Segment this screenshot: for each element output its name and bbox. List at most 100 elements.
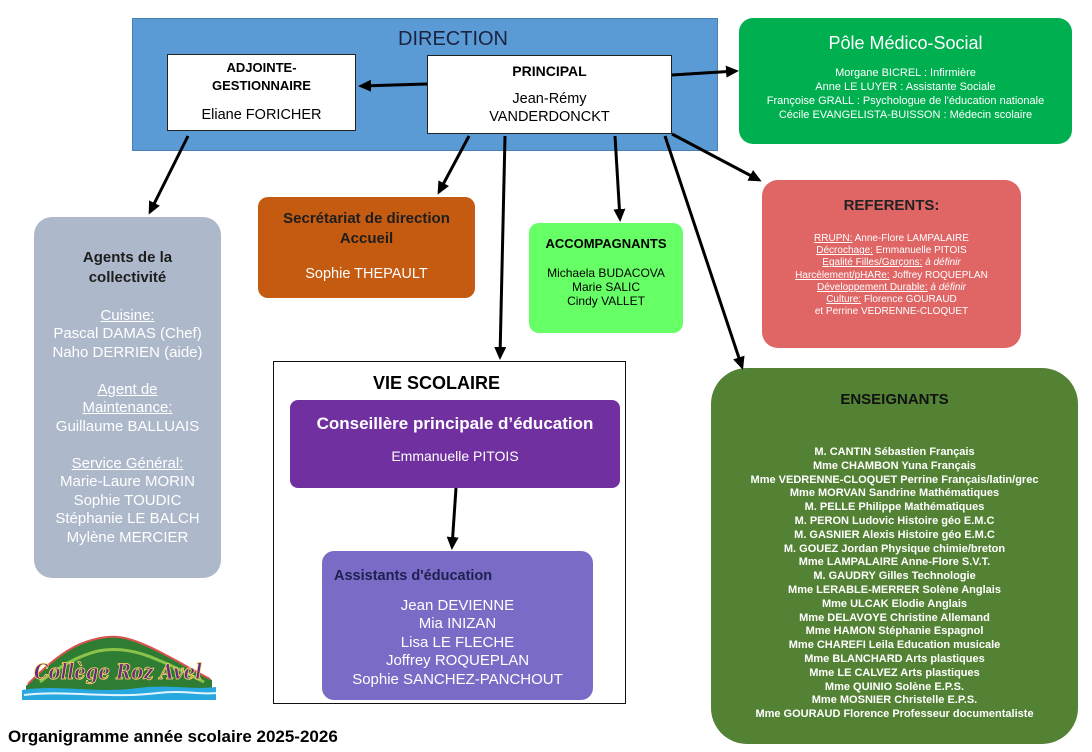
- cpe-name: Emmanuelle PITOIS: [391, 448, 519, 464]
- accompagnant-name: Marie SALIC: [571, 280, 641, 294]
- assistant-name: Jean DEVIENNE: [400, 596, 515, 614]
- principal-role: PRINCIPAL: [512, 63, 587, 79]
- agents-section-cuisine: Cuisine: Pascal DAMAS (Chef) Naho DERRIE…: [34, 307, 221, 363]
- agents-title: Agents de la collectivité: [34, 248, 221, 288]
- assistants-education-box: Assistants d'éducation Jean DEVIENNE Mia…: [322, 551, 593, 700]
- secretariat-box: Secrétariat de direction Accueil Sophie …: [258, 197, 475, 298]
- enseignant-item: Mme ULCAK Elodie Anglais: [821, 597, 968, 610]
- logo-text: Collège Roz Avel: [34, 659, 202, 684]
- enseignant-item: Mme LE CALVEZ Arts plastiques: [809, 666, 980, 679]
- enseignant-item: Mme CHAMBON Yuna Français: [812, 459, 976, 472]
- adjointe-gestionnaire-box: ADJOINTE- GESTIONNAIRE Eliane FORICHER: [167, 54, 356, 131]
- vie-scolaire-box: VIE SCOLAIRE Conseillère principale d’éd…: [273, 361, 626, 704]
- referent-item: Développement Durable: à définir: [762, 282, 1021, 294]
- logo-mountain: [26, 636, 212, 690]
- logo-mountain-ridge: [27, 635, 211, 685]
- agent-name: Marie-Laure MORIN: [59, 473, 196, 490]
- direction-box: DIRECTION ADJOINTE- GESTIONNAIRE Eliane …: [132, 18, 718, 151]
- adjointe-role-line: GESTIONNAIRE: [212, 78, 311, 93]
- enseignant-item: Mme VEDRENNE-CLOQUET Perrine Français/la…: [750, 473, 1039, 486]
- referent-item: Décrochage: Emmanuelle PITOIS: [762, 245, 1021, 257]
- pole-member: Cécile EVANGELISTA-BUISSON : Médecin sco…: [778, 109, 1033, 121]
- agents-collectivite-box: Agents de la collectivité Cuisine: Pasca…: [34, 217, 221, 578]
- referent-item: RRUPN: Anne-Flore LAMPALAIRE: [762, 233, 1021, 245]
- agents-title-line: collectivité: [88, 269, 167, 286]
- arrow-principal-to-vie-scolaire: [494, 135, 507, 360]
- section-heading: Service Général:: [71, 454, 184, 472]
- section-heading: Cuisine:: [100, 306, 155, 324]
- secretariat-title: Secrétariat de direction Accueil: [258, 209, 475, 249]
- enseignants-title: ENSEIGNANTS: [840, 391, 949, 408]
- enseignant-item: M. GOUEZ Jordan Physique chimie/breton: [783, 542, 1006, 555]
- secretariat-title-line: Accueil: [339, 230, 394, 247]
- agent-name: Stéphanie LE BALCH: [55, 510, 200, 527]
- referent-item: Culture: Florence GOURAUD: [762, 294, 1021, 306]
- logo-water: [22, 686, 216, 700]
- assistant-name: Sophie SANCHEZ-PANCHOUT: [352, 670, 563, 688]
- enseignant-item: Mme LERABLE-MERRER Solène Anglais: [788, 583, 1001, 596]
- pole-member: Anne LE LUYER : Assistante Sociale: [815, 81, 996, 93]
- vie-scolaire-title: VIE SCOLAIRE: [373, 373, 501, 393]
- enseignant-item: Mme QUINIO Solène E.P.S.: [824, 680, 965, 693]
- principal-name: Jean-Rémy VANDERDONCKT: [428, 90, 671, 126]
- agent-name: Pascal DAMAS (Chef): [53, 325, 202, 342]
- referent-label: Culture:: [826, 294, 862, 306]
- enseignant-item: Mme MOSNIER Christelle E.P.S.: [811, 694, 978, 707]
- pole-title: Pôle Médico-Social: [828, 33, 983, 53]
- agents-title-line: Agents de la: [82, 249, 173, 266]
- referent-item: Harcèlement/pHARe: Joffrey ROQUEPLAN: [762, 270, 1021, 282]
- referent-value: à définir: [925, 257, 961, 269]
- assistant-name: Lisa LE FLECHE: [400, 633, 515, 651]
- pole-member: Morgane BICREL : Infirmière: [835, 67, 976, 79]
- referent-label: Décrochage:: [816, 245, 873, 257]
- referent-value: Emmanuelle PITOIS: [875, 245, 967, 257]
- referent-label: RRUPN:: [814, 233, 853, 244]
- cpe-title: Conseillère principale d’éducation: [316, 414, 594, 433]
- adjointe-role-line: ADJOINTE-: [226, 60, 297, 75]
- logo-wave: [23, 691, 217, 697]
- referents-list: RRUPN: Anne-Flore LAMPALAIRE Décrochage:…: [762, 233, 1021, 318]
- agent-name: Mylène MERCIER: [66, 528, 189, 546]
- enseignants-box: ENSEIGNANTS M. CANTIN Sébastien Français…: [711, 368, 1078, 744]
- section-heading: Maintenance:: [82, 399, 173, 416]
- agents-section-service-general: Service Général: Marie-Laure MORIN Sophi…: [34, 455, 221, 548]
- secretariat-name: Sophie THEPAULT: [305, 266, 428, 282]
- college-logo: Collège Roz Avel: [22, 635, 217, 700]
- pole-medico-social-box: Pôle Médico-Social Morgane BICREL : Infi…: [739, 18, 1072, 144]
- enseignant-item: Mme HAMON Stéphanie Espagnol: [805, 625, 984, 638]
- accompagnants-box: ACCOMPAGNANTS Michaela BUDACOVA Marie SA…: [529, 223, 683, 333]
- agent-name: Naho DERRIEN (aide): [52, 343, 203, 361]
- agent-name: Guillaume BALLUAIS: [55, 417, 200, 435]
- enseignant-item: Mme CHAREFI Leila Education musicale: [788, 639, 1001, 652]
- pole-member: Françoise GRALL : Psychologue de l'éduca…: [766, 95, 1045, 107]
- agent-name: Sophie TOUDIC: [73, 491, 182, 509]
- referent-continuation: et Perrine VEDRENNE-CLOQUET: [814, 306, 969, 318]
- referent-value: Joffrey ROQUEPLAN: [892, 269, 988, 281]
- referent-label: Développement Durable:: [817, 281, 928, 293]
- enseignant-item: Mme GOURAUD Florence Professeur document…: [755, 708, 1034, 721]
- referent-value: Anne-Flore LAMPALAIRE: [854, 233, 969, 244]
- enseignant-item: M. CANTIN Sébastien Français: [814, 446, 975, 458]
- referent-item: Egalité Filles/Garçons: à définir: [762, 257, 1021, 269]
- enseignant-item: Mme LAMPALAIRE Anne-Flore S.V.T.: [798, 556, 991, 569]
- enseignant-item: M. PELLE Philippe Mathématiques: [804, 501, 985, 514]
- enseignant-item: Mme BLANCHARD Arts plastiques: [804, 652, 985, 665]
- enseignants-list: M. CANTIN Sébastien Français Mme CHAMBON…: [711, 446, 1078, 722]
- accompagnant-name: Cindy VALLET: [567, 294, 645, 308]
- assistants-title: Assistants d'éducation: [334, 568, 493, 584]
- logo-mountain-stripe: [39, 647, 205, 684]
- assistant-name: Mia INIZAN: [418, 615, 497, 633]
- direction-title: DIRECTION: [398, 28, 508, 50]
- referents-box: REFERENTS: RRUPN: Anne-Flore LAMPALAIRE …: [762, 180, 1021, 348]
- cpe-box: Conseillère principale d’éducation Emman…: [290, 400, 620, 488]
- principal-name-line: VANDERDONCKT: [489, 109, 610, 125]
- accompagnants-title: ACCOMPAGNANTS: [545, 236, 667, 251]
- referent-label: Egalité Filles/Garçons:: [822, 257, 923, 269]
- accompagnants-members: Michaela BUDACOVA Marie SALIC Cindy VALL…: [529, 266, 683, 308]
- referents-title: REFERENTS:: [843, 197, 940, 214]
- adjointe-name: Eliane FORICHER: [201, 107, 322, 123]
- adjointe-role: ADJOINTE- GESTIONNAIRE: [168, 59, 355, 95]
- referent-value: Florence GOURAUD: [863, 294, 957, 306]
- secretariat-title-line: Secrétariat de direction: [283, 210, 450, 227]
- enseignant-item: Mme MORVAN Sandrine Mathématiques: [789, 487, 1000, 500]
